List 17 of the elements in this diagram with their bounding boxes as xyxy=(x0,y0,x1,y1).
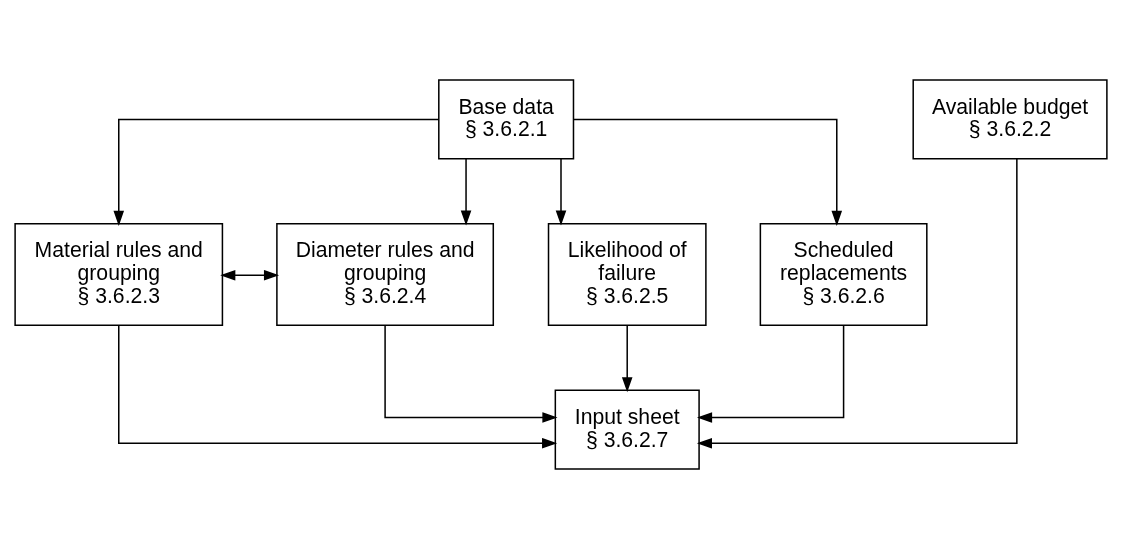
arrow xyxy=(555,157,567,226)
node-box: Available budget § 3.6.2.2 xyxy=(912,78,1108,159)
arrow xyxy=(696,324,845,423)
arrow xyxy=(460,157,472,226)
node-box: Likelihood of failure § 3.6.2.5 xyxy=(547,222,707,326)
arrow xyxy=(220,269,280,281)
arrow xyxy=(118,324,558,449)
arrow xyxy=(113,118,440,226)
node-box: Scheduled replacements § 3.6.2.6 xyxy=(759,222,928,326)
arrow xyxy=(696,157,1018,449)
node-box: Diameter rules and grouping § 3.6.2.4 xyxy=(276,222,495,326)
node-box: Material rules and grouping § 3.6.2.3 xyxy=(14,222,224,326)
node-box: Base data § 3.6.2.1 xyxy=(438,78,575,159)
arrow xyxy=(573,118,843,226)
node-box: Input sheet § 3.6.2.7 xyxy=(554,389,700,470)
arrow xyxy=(621,324,633,392)
arrow xyxy=(384,324,558,423)
